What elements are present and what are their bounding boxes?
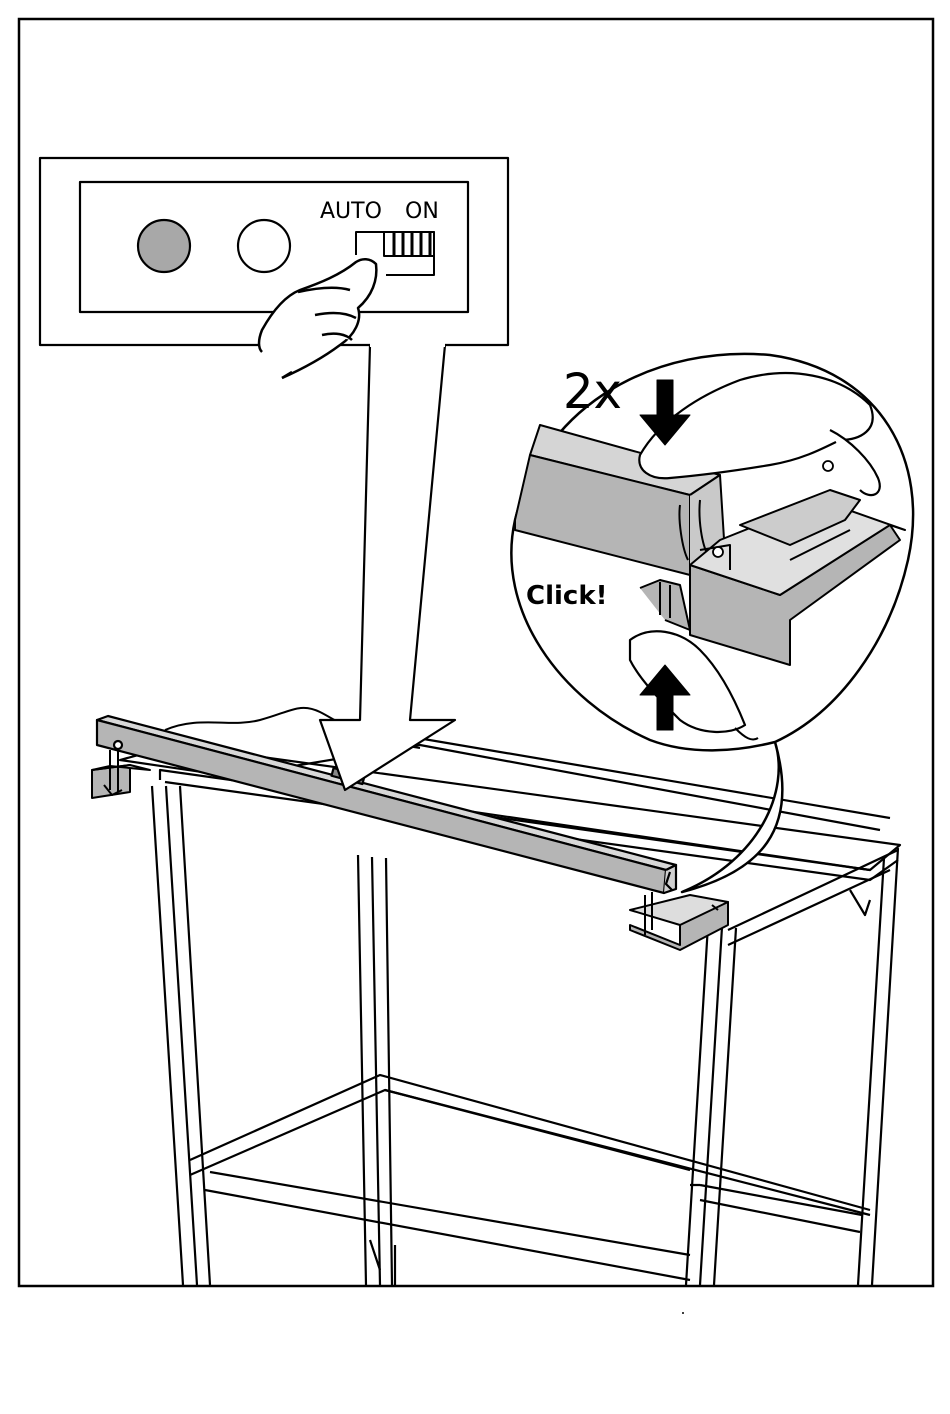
right-front-leg	[686, 925, 736, 1285]
count-label: 2x	[563, 364, 622, 420]
indicator-button-empty	[238, 220, 290, 272]
indicator-button-filled	[138, 220, 190, 272]
lower-shelf	[190, 1075, 870, 1280]
on-label: ON	[405, 199, 439, 224]
switch-callout	[40, 158, 508, 790]
click-label: Click!	[526, 581, 607, 611]
shelf-unit	[120, 735, 900, 1285]
left-front-leg	[152, 786, 210, 1285]
right-bracket	[630, 892, 728, 950]
stray-mark	[682, 1312, 684, 1314]
auto-label: AUTO	[320, 199, 382, 224]
